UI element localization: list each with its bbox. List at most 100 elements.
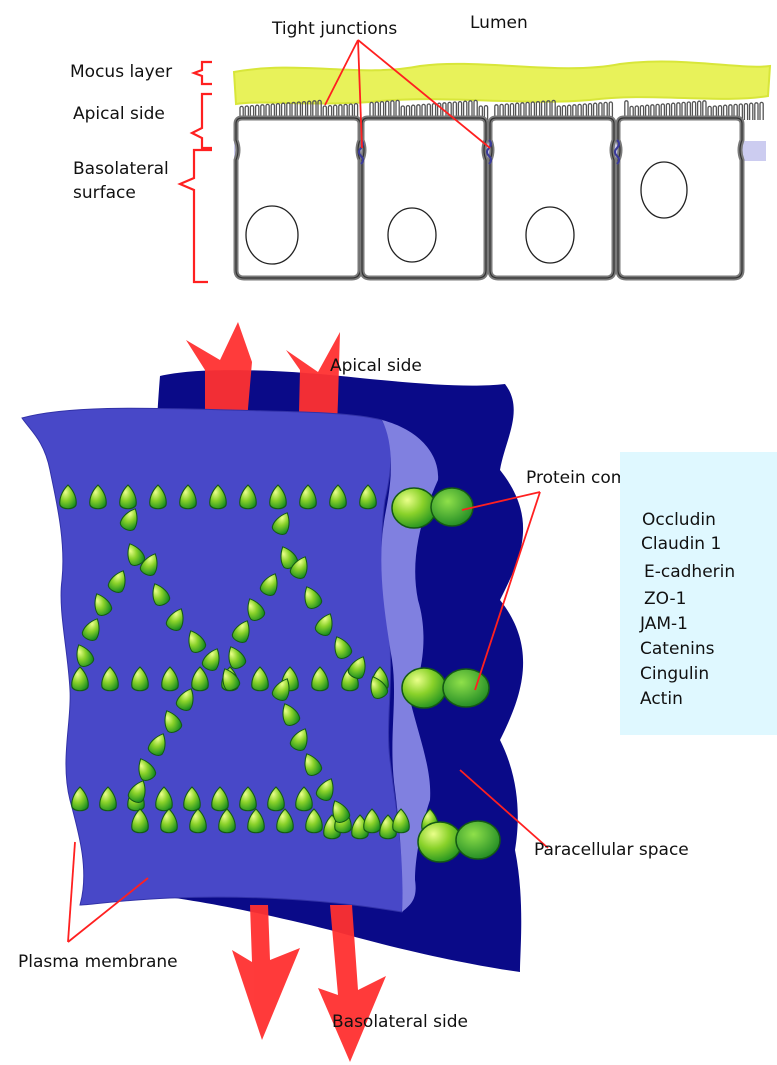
protein-particle <box>59 484 77 510</box>
protein-particle <box>231 620 250 643</box>
protein-list-item: Occludin <box>642 510 716 530</box>
basolateral-surface-label: Basolateral surface <box>73 159 169 203</box>
protein-particle <box>239 484 257 510</box>
protein-particle <box>222 668 241 691</box>
mucus-bracket <box>190 60 212 86</box>
protein-particle <box>363 808 381 834</box>
protein-particle <box>211 786 229 812</box>
protein-particle <box>311 666 329 692</box>
protein-particle <box>119 508 138 531</box>
epithelial-cell <box>233 115 363 281</box>
basolateral-surface-line2: surface <box>73 182 136 203</box>
protein-particle <box>271 678 290 701</box>
protein-particle <box>161 666 179 692</box>
protein-particle <box>183 786 201 812</box>
protein-particle <box>304 586 323 609</box>
protein-complex-bottom <box>417 820 501 863</box>
protein-particle <box>155 786 173 812</box>
protein-particle <box>188 630 207 653</box>
protein-particle <box>209 484 227 510</box>
protein-particle <box>239 786 257 812</box>
protein-particle <box>251 666 269 692</box>
lumen-label: Lumen <box>470 13 528 33</box>
basolateral-surface-line1: Basolateral <box>73 159 169 179</box>
protein-particle <box>164 710 183 733</box>
cell-nucleus <box>525 206 575 264</box>
protein-particle <box>359 484 377 510</box>
protein-particle <box>392 808 410 834</box>
basolateral-side-label: Basolateral side <box>332 1012 468 1032</box>
protein-particle <box>289 556 308 579</box>
protein-particle <box>347 656 366 679</box>
protein-particle <box>152 583 171 606</box>
protein-particle <box>94 593 113 616</box>
protein-particle <box>332 800 351 823</box>
cell-nucleus <box>387 207 437 263</box>
protein-particle <box>139 553 158 576</box>
protein-particle <box>271 512 290 535</box>
protein-particle <box>76 644 95 667</box>
protein-list-item: E-cadherin <box>644 562 736 582</box>
protein-particle <box>107 570 126 593</box>
protein-particle <box>289 728 308 751</box>
cell-nucleus <box>640 161 688 219</box>
protein-particle <box>218 808 236 834</box>
protein-particle <box>228 646 247 669</box>
protein-particle <box>247 808 265 834</box>
protein-particle <box>119 484 137 510</box>
protein-particle <box>179 484 197 510</box>
protein-list-item: Cingulin <box>640 664 710 684</box>
epithelial-cell <box>359 115 489 281</box>
protein-particle <box>276 808 294 834</box>
protein-list-item: Actin <box>640 689 683 709</box>
protein-particle <box>314 613 333 636</box>
epithelial-cell <box>615 115 745 281</box>
protein-particle <box>81 618 100 641</box>
protein-particle <box>334 636 353 659</box>
membrane-edge <box>381 420 439 912</box>
protein-particle <box>370 676 389 699</box>
paracellular-space-label: Paracellular space <box>534 840 689 860</box>
protein-list-item: Catenins <box>640 639 715 659</box>
cell-nucleus <box>245 205 299 265</box>
protein-particle <box>315 778 334 801</box>
protein-particle <box>71 666 89 692</box>
protein-particle <box>329 484 347 510</box>
protein-particle <box>99 786 117 812</box>
mucus-layer <box>232 60 772 106</box>
protein-particle <box>295 786 313 812</box>
tight-junction-marker <box>486 139 492 165</box>
layer-brackets <box>177 60 212 284</box>
protein-particle <box>175 688 194 711</box>
protein-particle <box>247 598 266 621</box>
protein-particle <box>131 808 149 834</box>
protein-complex-middle <box>401 667 490 709</box>
protein-particle <box>269 484 287 510</box>
protein-list-item: ZO-1 <box>644 589 687 609</box>
tight-junction-marker <box>614 139 620 165</box>
protein-particle <box>282 703 301 726</box>
protein-list-box: Occludin Claudin 1 E-cadherin ZO-1 JAM-1… <box>620 452 777 735</box>
basolateral-arrows <box>232 905 386 1062</box>
protein-particle <box>189 808 207 834</box>
apical-bracket <box>189 92 212 150</box>
basolateral-bracket <box>177 148 212 284</box>
protein-particle <box>71 786 89 812</box>
protein-list-item: JAM-1 <box>640 614 688 634</box>
protein-particle <box>147 733 166 756</box>
tight-junction-marker <box>358 139 364 165</box>
protein-particle <box>304 753 323 776</box>
protein-particle <box>101 666 119 692</box>
protein-list-item: Claudin 1 <box>641 534 722 554</box>
protein-particle <box>89 484 107 510</box>
pointer-lines <box>67 491 549 943</box>
protein-complexes <box>391 487 501 863</box>
protein-particle <box>191 666 209 692</box>
microvilli <box>239 99 764 120</box>
mucus-layer-label: Mocus layer <box>70 62 173 82</box>
protein-particle <box>160 808 178 834</box>
protein-particle <box>305 808 323 834</box>
protein-particle <box>201 648 220 671</box>
apical-side-label-top: Apical side <box>73 104 165 124</box>
